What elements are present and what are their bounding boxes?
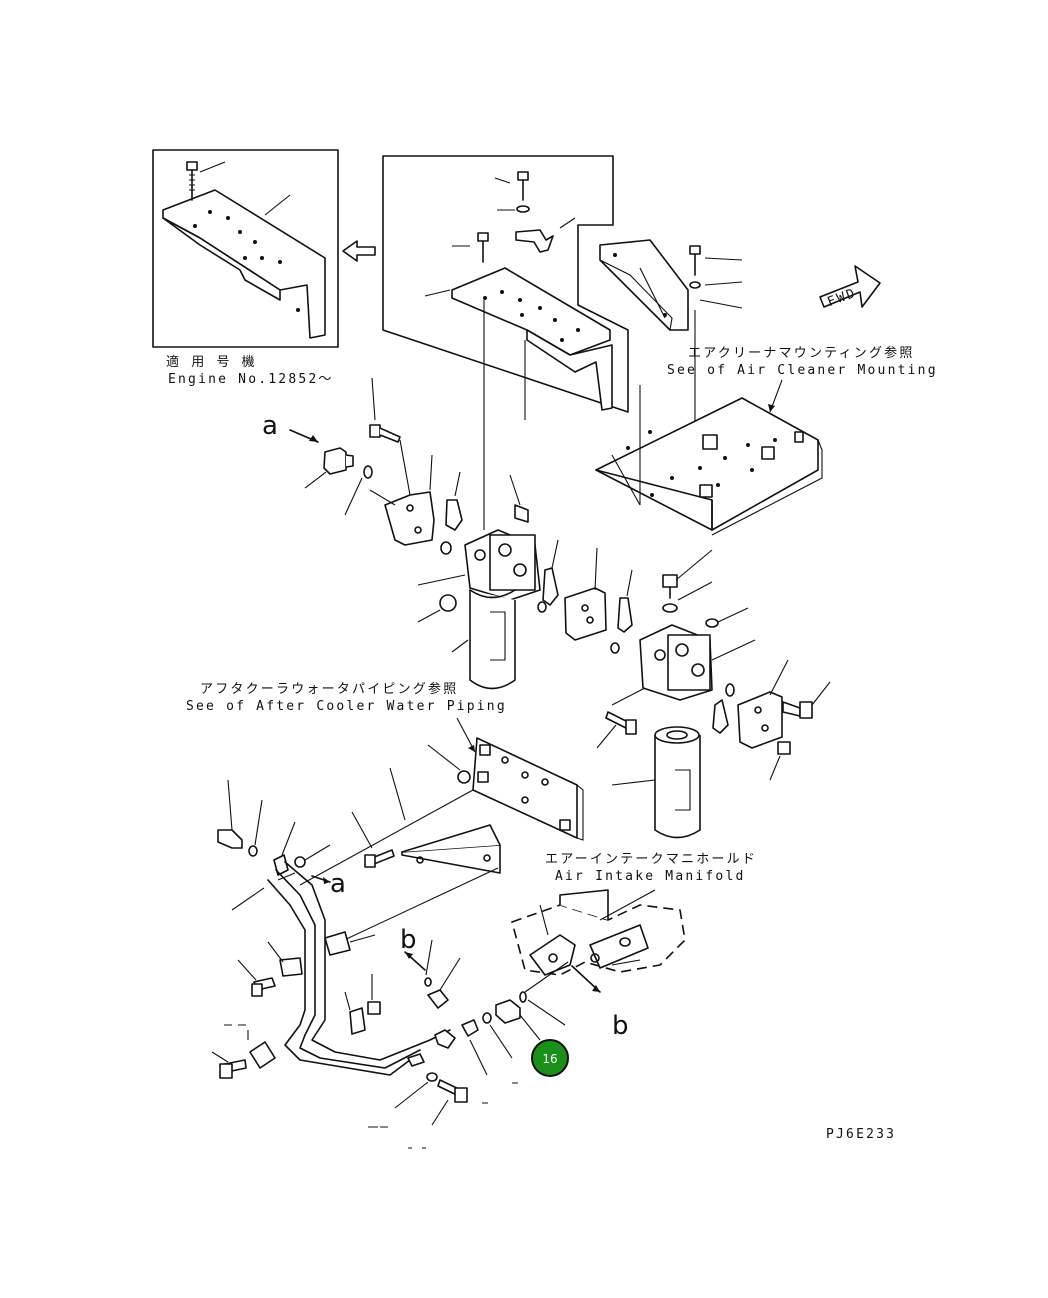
intake-ref-en: Air Intake Manifold <box>555 869 746 884</box>
air-cleaner-ref-en: See of Air Cleaner Mounting <box>667 363 938 378</box>
connection-letter-b-right: b <box>612 1011 629 1041</box>
drawing-code: PJ6E233 <box>826 1127 896 1142</box>
connection-letter-b-left: b <box>400 925 417 955</box>
connection-letter-a-bottom: a <box>330 869 346 899</box>
applicability-en: Engine No.12852～ <box>168 372 334 387</box>
fitting-group-left <box>304 377 463 555</box>
inset-variant-box <box>152 149 339 348</box>
right-bracket <box>599 239 743 450</box>
fwd-arrow-icon: FWD <box>819 265 881 310</box>
intake-ref-jp: エアーインテークマニホールド <box>545 852 757 867</box>
connection-letter-a-top: a <box>262 411 278 441</box>
bracket-frame <box>382 155 629 530</box>
air-cleaner-ref-jp: エアクリーナマウンティング参照 <box>688 345 915 361</box>
mounting-plate <box>595 385 823 536</box>
filter-assembly-upper <box>417 474 633 690</box>
aftercooler-plates <box>299 737 584 943</box>
callout-number: 16 <box>542 1052 557 1066</box>
aftercooler-ref-en: See of After Cooler Water Piping <box>186 699 507 714</box>
applicability-jp: 適 用 号 機 <box>166 354 257 370</box>
arrow-left-icon <box>342 240 376 262</box>
left-piping: a b <box>211 779 566 1149</box>
intake-manifold <box>511 889 686 993</box>
aftercooler-ref-jp: アフタクーラウォータパイピング参照 <box>200 681 458 697</box>
filter-assembly-lower <box>596 549 831 839</box>
fwd-label: FWD <box>825 286 858 310</box>
callout-badge-16[interactable]: 16 <box>531 1039 569 1077</box>
